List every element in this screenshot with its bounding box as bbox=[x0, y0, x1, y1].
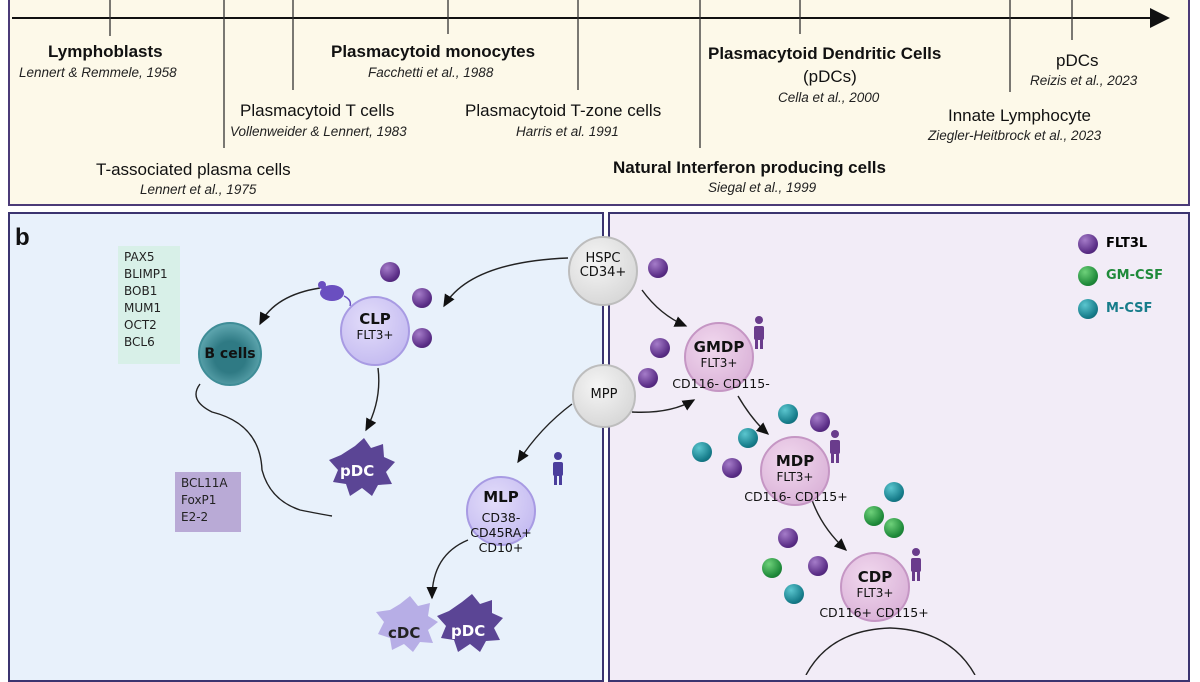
event-title-line2: (pDCs) bbox=[803, 67, 857, 86]
mcsf-dot bbox=[738, 428, 758, 448]
flt3l-dot bbox=[650, 338, 670, 358]
event-citation: Vollenweider & Lennert, 1983 bbox=[230, 124, 407, 139]
mlp-cell: MLP bbox=[466, 476, 536, 546]
event-citation: Lennert & Remmele, 1958 bbox=[19, 65, 177, 80]
human-icon bbox=[754, 316, 764, 349]
event-title: Plasmacytoid T-zone cells bbox=[465, 101, 662, 120]
flt3l-dot bbox=[808, 556, 828, 576]
event-citation: Harris et al. 1991 bbox=[516, 124, 619, 139]
bcells-cell: B cells bbox=[198, 322, 262, 386]
pdc-left-label: pDC bbox=[340, 462, 375, 480]
gene-label: BLIMP1 bbox=[124, 267, 168, 281]
cell-marker: FLT3+ bbox=[776, 470, 814, 484]
event-title: Plasmacytoid Dendritic Cells bbox=[708, 44, 942, 63]
pdc-left-shape bbox=[329, 438, 395, 496]
human-icon bbox=[553, 452, 563, 485]
flt3l-dot bbox=[722, 458, 742, 478]
legend-mcsf-label: M-CSF bbox=[1106, 301, 1153, 316]
gmdp-sub-marker: CD116- CD115- bbox=[672, 376, 770, 391]
gene-label: OCT2 bbox=[124, 318, 157, 332]
cell-name: MDP bbox=[775, 452, 815, 470]
gene-label: FoxP1 bbox=[181, 493, 217, 507]
gene-label: BCL6 bbox=[124, 335, 155, 349]
cell-marker: CD10+ bbox=[478, 540, 524, 555]
legend-flt3l-label: FLT3L bbox=[1106, 236, 1148, 251]
mcsf-dot bbox=[884, 482, 904, 502]
gmcsf-dot bbox=[762, 558, 782, 578]
cell-name: HSPC bbox=[585, 251, 621, 266]
pdc-bottom-shape bbox=[437, 594, 503, 652]
flt3l-dot bbox=[778, 528, 798, 548]
event-citation: Reizis et al., 2023 bbox=[1030, 73, 1138, 88]
legend-flt3l-swatch bbox=[1078, 234, 1098, 254]
cell-marker: CD45RA+ bbox=[470, 525, 532, 540]
mdp-cell: MDP FLT3+ bbox=[760, 436, 830, 506]
human-icon bbox=[830, 430, 840, 463]
mpp-cell: MPP bbox=[572, 364, 636, 428]
flt3l-dot bbox=[412, 288, 432, 308]
event-title: Lymphoblasts bbox=[48, 42, 163, 61]
mdp-sub-marker: CD116- CD115+ bbox=[744, 489, 848, 504]
cdp-sub-marker: CD116+ CD115+ bbox=[819, 605, 929, 620]
cell-name: B cells bbox=[204, 346, 256, 362]
cell-marker: FLT3+ bbox=[700, 356, 738, 370]
flt3l-dot bbox=[638, 368, 658, 388]
cdp-cell: CDP FLT3+ bbox=[840, 552, 910, 622]
event-title: T-associated plasma cells bbox=[96, 160, 291, 179]
mouse-icon bbox=[318, 281, 352, 307]
event-title: pDCs bbox=[1056, 51, 1099, 70]
cdc-label: cDC bbox=[388, 624, 421, 642]
event-citation: Lennert et al., 1975 bbox=[140, 182, 257, 197]
mcsf-dot bbox=[692, 442, 712, 462]
timeline-axis bbox=[12, 0, 1170, 148]
event-title: Natural Interferon producing cells bbox=[613, 158, 886, 177]
legend-gmcsf-swatch bbox=[1078, 266, 1098, 286]
event-citation: Siegal et al., 1999 bbox=[708, 180, 817, 195]
cell-name: CLP bbox=[359, 310, 391, 328]
gene-label: MUM1 bbox=[124, 301, 162, 315]
cdc-shape bbox=[376, 596, 438, 652]
event-citation: Ziegler-Heitbrock et al., 2023 bbox=[928, 128, 1102, 143]
timeline-panel bbox=[8, 0, 1190, 206]
gmcsf-dot bbox=[884, 518, 904, 538]
cell-marker: FLT3+ bbox=[856, 586, 894, 600]
cell-name: MPP bbox=[590, 387, 618, 402]
gene-label: E2-2 bbox=[181, 510, 209, 524]
flt3l-dot bbox=[412, 328, 432, 348]
cell-marker: CD34+ bbox=[579, 265, 627, 280]
event-citation: Cella et al., 2000 bbox=[778, 90, 880, 105]
flt3l-dot bbox=[648, 258, 668, 278]
flt3l-dot bbox=[380, 262, 400, 282]
flt3l-dot bbox=[810, 412, 830, 432]
event-title: Plasmacytoid monocytes bbox=[331, 42, 536, 61]
gmdp-cell: GMDP FLT3+ bbox=[684, 322, 754, 392]
legend-gmcsf-label: GM-CSF bbox=[1106, 268, 1164, 283]
panel-label: b bbox=[15, 224, 30, 251]
mcsf-dot bbox=[778, 404, 798, 424]
human-icon bbox=[911, 548, 921, 581]
event-title: Plasmacytoid T cells bbox=[240, 101, 395, 120]
cell-marker: CD38- bbox=[481, 510, 521, 525]
cell-marker: FLT3+ bbox=[356, 328, 394, 342]
hspc-cell: HSPC CD34+ bbox=[568, 236, 638, 306]
cell-name: GMDP bbox=[693, 338, 745, 356]
cell-name: CDP bbox=[857, 568, 893, 586]
gene-label: PAX5 bbox=[124, 250, 155, 264]
clp-cell: CLP FLT3+ bbox=[340, 296, 410, 366]
gene-label: BCL11A bbox=[181, 476, 228, 490]
bcell-gene-box: PAX5 BLIMP1 BOB1 MUM1 OCT2 BCL6 bbox=[118, 246, 180, 364]
legend-mcsf-swatch bbox=[1078, 299, 1098, 319]
event-citation: Facchetti et al., 1988 bbox=[368, 65, 494, 80]
cell-name: MLP bbox=[483, 488, 519, 506]
mlp-markers: CD38- CD45RA+ CD10+ bbox=[470, 510, 531, 555]
gmcsf-dot bbox=[864, 506, 884, 526]
event-title: Innate Lymphocyte bbox=[948, 106, 1092, 125]
gene-label: BOB1 bbox=[124, 284, 158, 298]
pdc-gene-box: BCL11A FoxP1 E2-2 bbox=[175, 472, 241, 532]
mcsf-dot bbox=[784, 584, 804, 604]
pdc-bottom-label: pDC bbox=[451, 622, 486, 640]
